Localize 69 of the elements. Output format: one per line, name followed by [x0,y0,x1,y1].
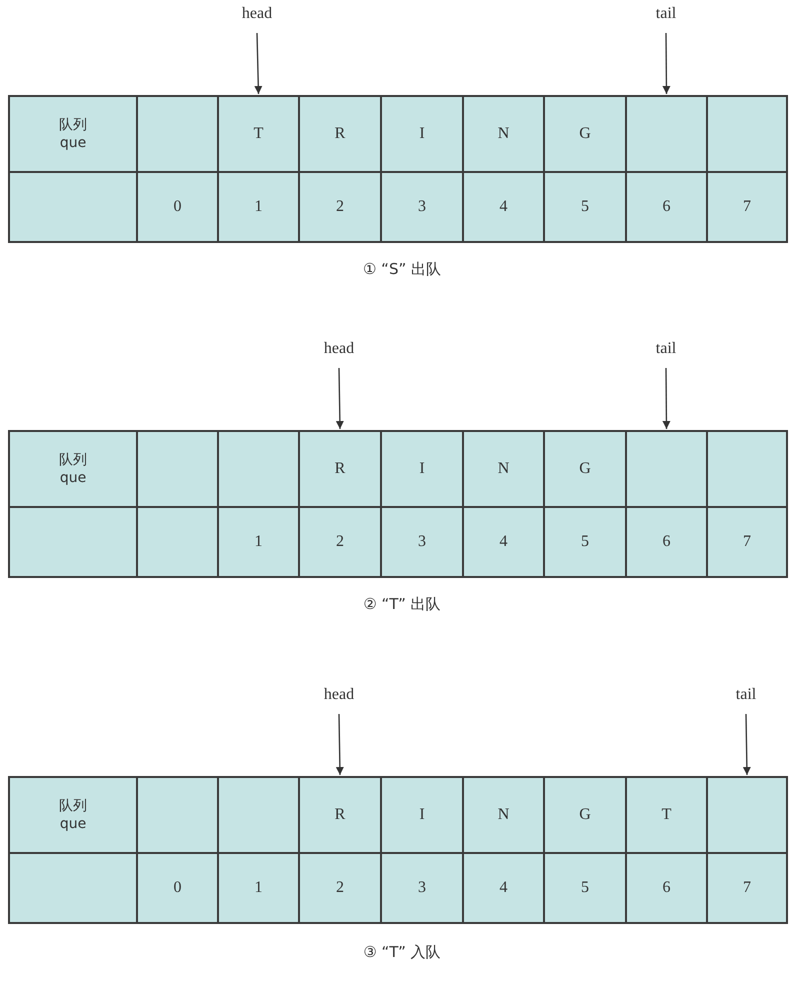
queue-cell: 4 [462,171,545,243]
queue-cell: R [298,95,382,173]
queue-cell [136,95,219,173]
queue-cell: G [543,430,627,508]
queue-cell: G [543,776,627,854]
pointer-label: tail [656,5,676,23]
queue-cell [706,430,788,508]
queue-cell [136,776,219,854]
queue-cell: 0 [136,171,219,243]
arrow [662,33,670,94]
queue-cell [706,95,788,173]
queue-cell: I [380,95,464,173]
arrow [662,368,670,429]
queue-cell: T [625,776,708,854]
queue-cell [625,95,708,173]
queue-cell: 4 [462,852,545,924]
queue-cell [217,430,300,508]
queue-cell: 1 [217,506,300,578]
pointer-label: tail [656,340,676,358]
queue-cell: N [462,430,545,508]
queue-cell: 0 [136,852,219,924]
queue-cell: 1 [217,171,300,243]
queue-cell: 5 [543,852,627,924]
arrow [742,714,751,776]
step-caption: ② “T” 出队 [363,595,441,614]
arrow [336,368,344,430]
row-header-cell [8,171,138,243]
queue-cell: I [380,776,464,854]
queue-cell: 1 [217,852,300,924]
queue-cell: 7 [706,852,788,924]
queue-cell: 2 [298,852,382,924]
pointer-label: tail [736,686,756,704]
queue-cell: 7 [706,506,788,578]
queue-cell: 6 [625,506,708,578]
queue-cell: 2 [298,171,382,243]
row-header-cell: 队列 que [8,776,138,854]
queue-cell: T [217,95,300,173]
step-caption: ③ “T” 入队 [363,943,441,962]
queue-cell [136,430,219,508]
queue-cell [625,430,708,508]
row-header-cell [8,506,138,578]
queue-cell: 3 [380,852,464,924]
queue-cell: N [462,776,545,854]
step-caption: ① “S” 出队 [362,260,442,279]
pointer-label: head [242,5,272,23]
queue-cell: 6 [625,852,708,924]
queue-cell: G [543,95,627,173]
queue-cell [217,776,300,854]
arrow [254,32,262,94]
queue-cell: 3 [380,171,464,243]
pointer-label: head [324,340,354,358]
row-header-cell [8,852,138,924]
pointer-label: head [324,686,354,704]
queue-cell: R [298,430,382,508]
queue-cell [136,506,219,578]
queue-cell: R [298,776,382,854]
queue-cell: N [462,95,545,173]
arrow [336,714,344,776]
queue-cell: 7 [706,171,788,243]
queue-cell: 2 [298,506,382,578]
row-header-cell: 队列 que [8,95,138,173]
queue-cell: 5 [543,506,627,578]
queue-cell: I [380,430,464,508]
row-header-cell: 队列 que [8,430,138,508]
queue-cell: 4 [462,506,545,578]
queue-cell [706,776,788,854]
queue-cell: 6 [625,171,708,243]
queue-cell: 3 [380,506,464,578]
queue-cell: 5 [543,171,627,243]
